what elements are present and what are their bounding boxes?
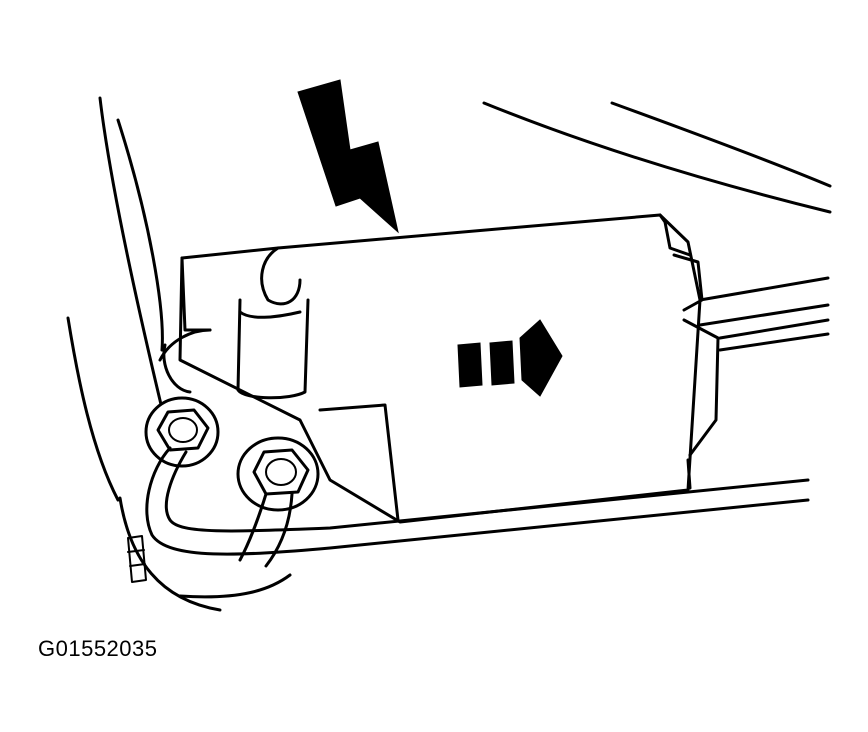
line-fitting-left <box>144 396 220 468</box>
small-fastener <box>127 535 147 583</box>
line-fitting-right <box>236 436 320 512</box>
brake-lines <box>145 446 810 568</box>
outlet-rod <box>698 276 830 352</box>
housing-body <box>178 213 720 524</box>
pointer-arrow-icon <box>297 79 399 234</box>
direction-arrow-icon <box>457 319 563 397</box>
mounting-bracket <box>158 328 212 394</box>
figure-id-label: G01552035 <box>38 636 158 661</box>
